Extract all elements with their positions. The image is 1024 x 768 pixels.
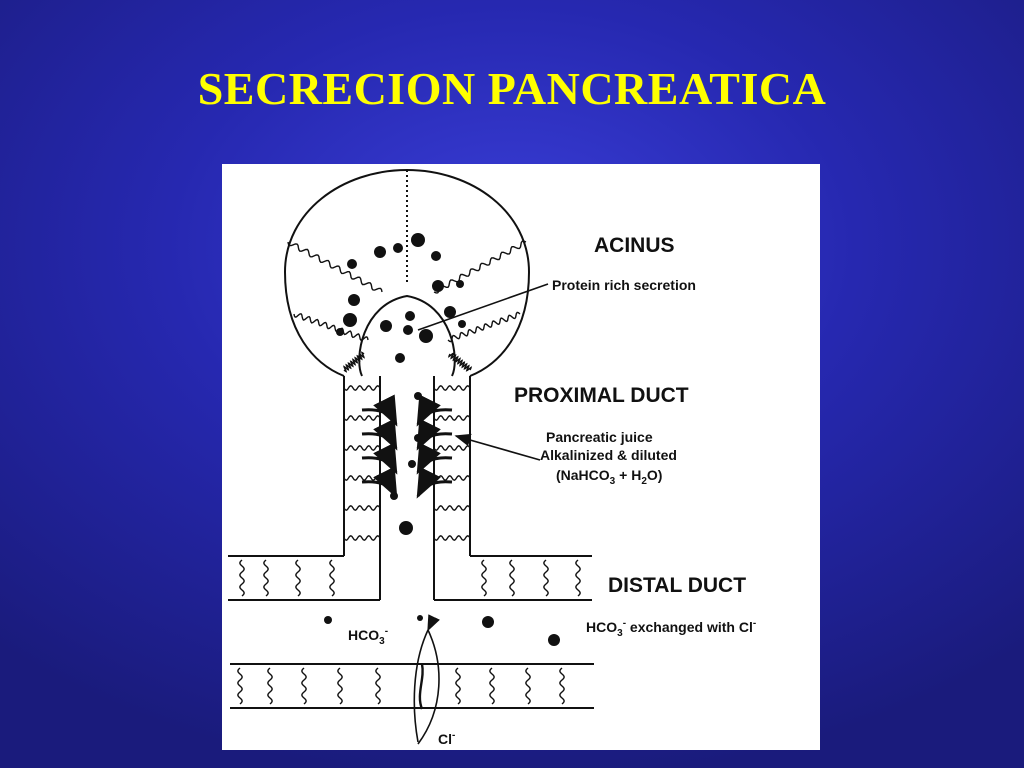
juice-pointer-line — [454, 433, 541, 461]
distal-duct-label: DISTAL DUCT — [608, 574, 746, 597]
acinus-lumen — [358, 294, 456, 377]
acinus-cell-borders — [287, 240, 527, 373]
distal-duct — [228, 555, 594, 709]
exchange-label: HCO3- exchanged with Cl- — [586, 618, 756, 639]
alkalinized-label: Alkalinized & diluted — [540, 447, 677, 463]
protein-pointer-line — [417, 283, 549, 331]
proximal-duct-label: PROXIMAL DUCT — [514, 384, 689, 407]
hco3-label: HCO3- — [348, 626, 388, 647]
cl-label: Cl- — [438, 730, 455, 747]
hco3-cl-exchange-arrows — [413, 614, 440, 745]
diagram-panel: ACINUS Protein rich secretion PROXIMAL D… — [222, 164, 820, 750]
pancreas-duct-diagram: ACINUS Protein rich secretion PROXIMAL D… — [228, 168, 756, 747]
secretory-granules — [324, 233, 560, 646]
acinus-label: ACINUS — [594, 234, 675, 257]
slide-title: SECRECION PANCREATICA — [197, 63, 827, 114]
protein-secretion-label: Protein rich secretion — [552, 277, 696, 293]
nahco3-h2o-label: (NaHCO3 + H2O) — [556, 467, 662, 487]
proximal-duct — [343, 376, 471, 556]
pancreatic-juice-label: Pancreatic juice — [546, 429, 653, 445]
secretion-arrows — [361, 394, 453, 499]
